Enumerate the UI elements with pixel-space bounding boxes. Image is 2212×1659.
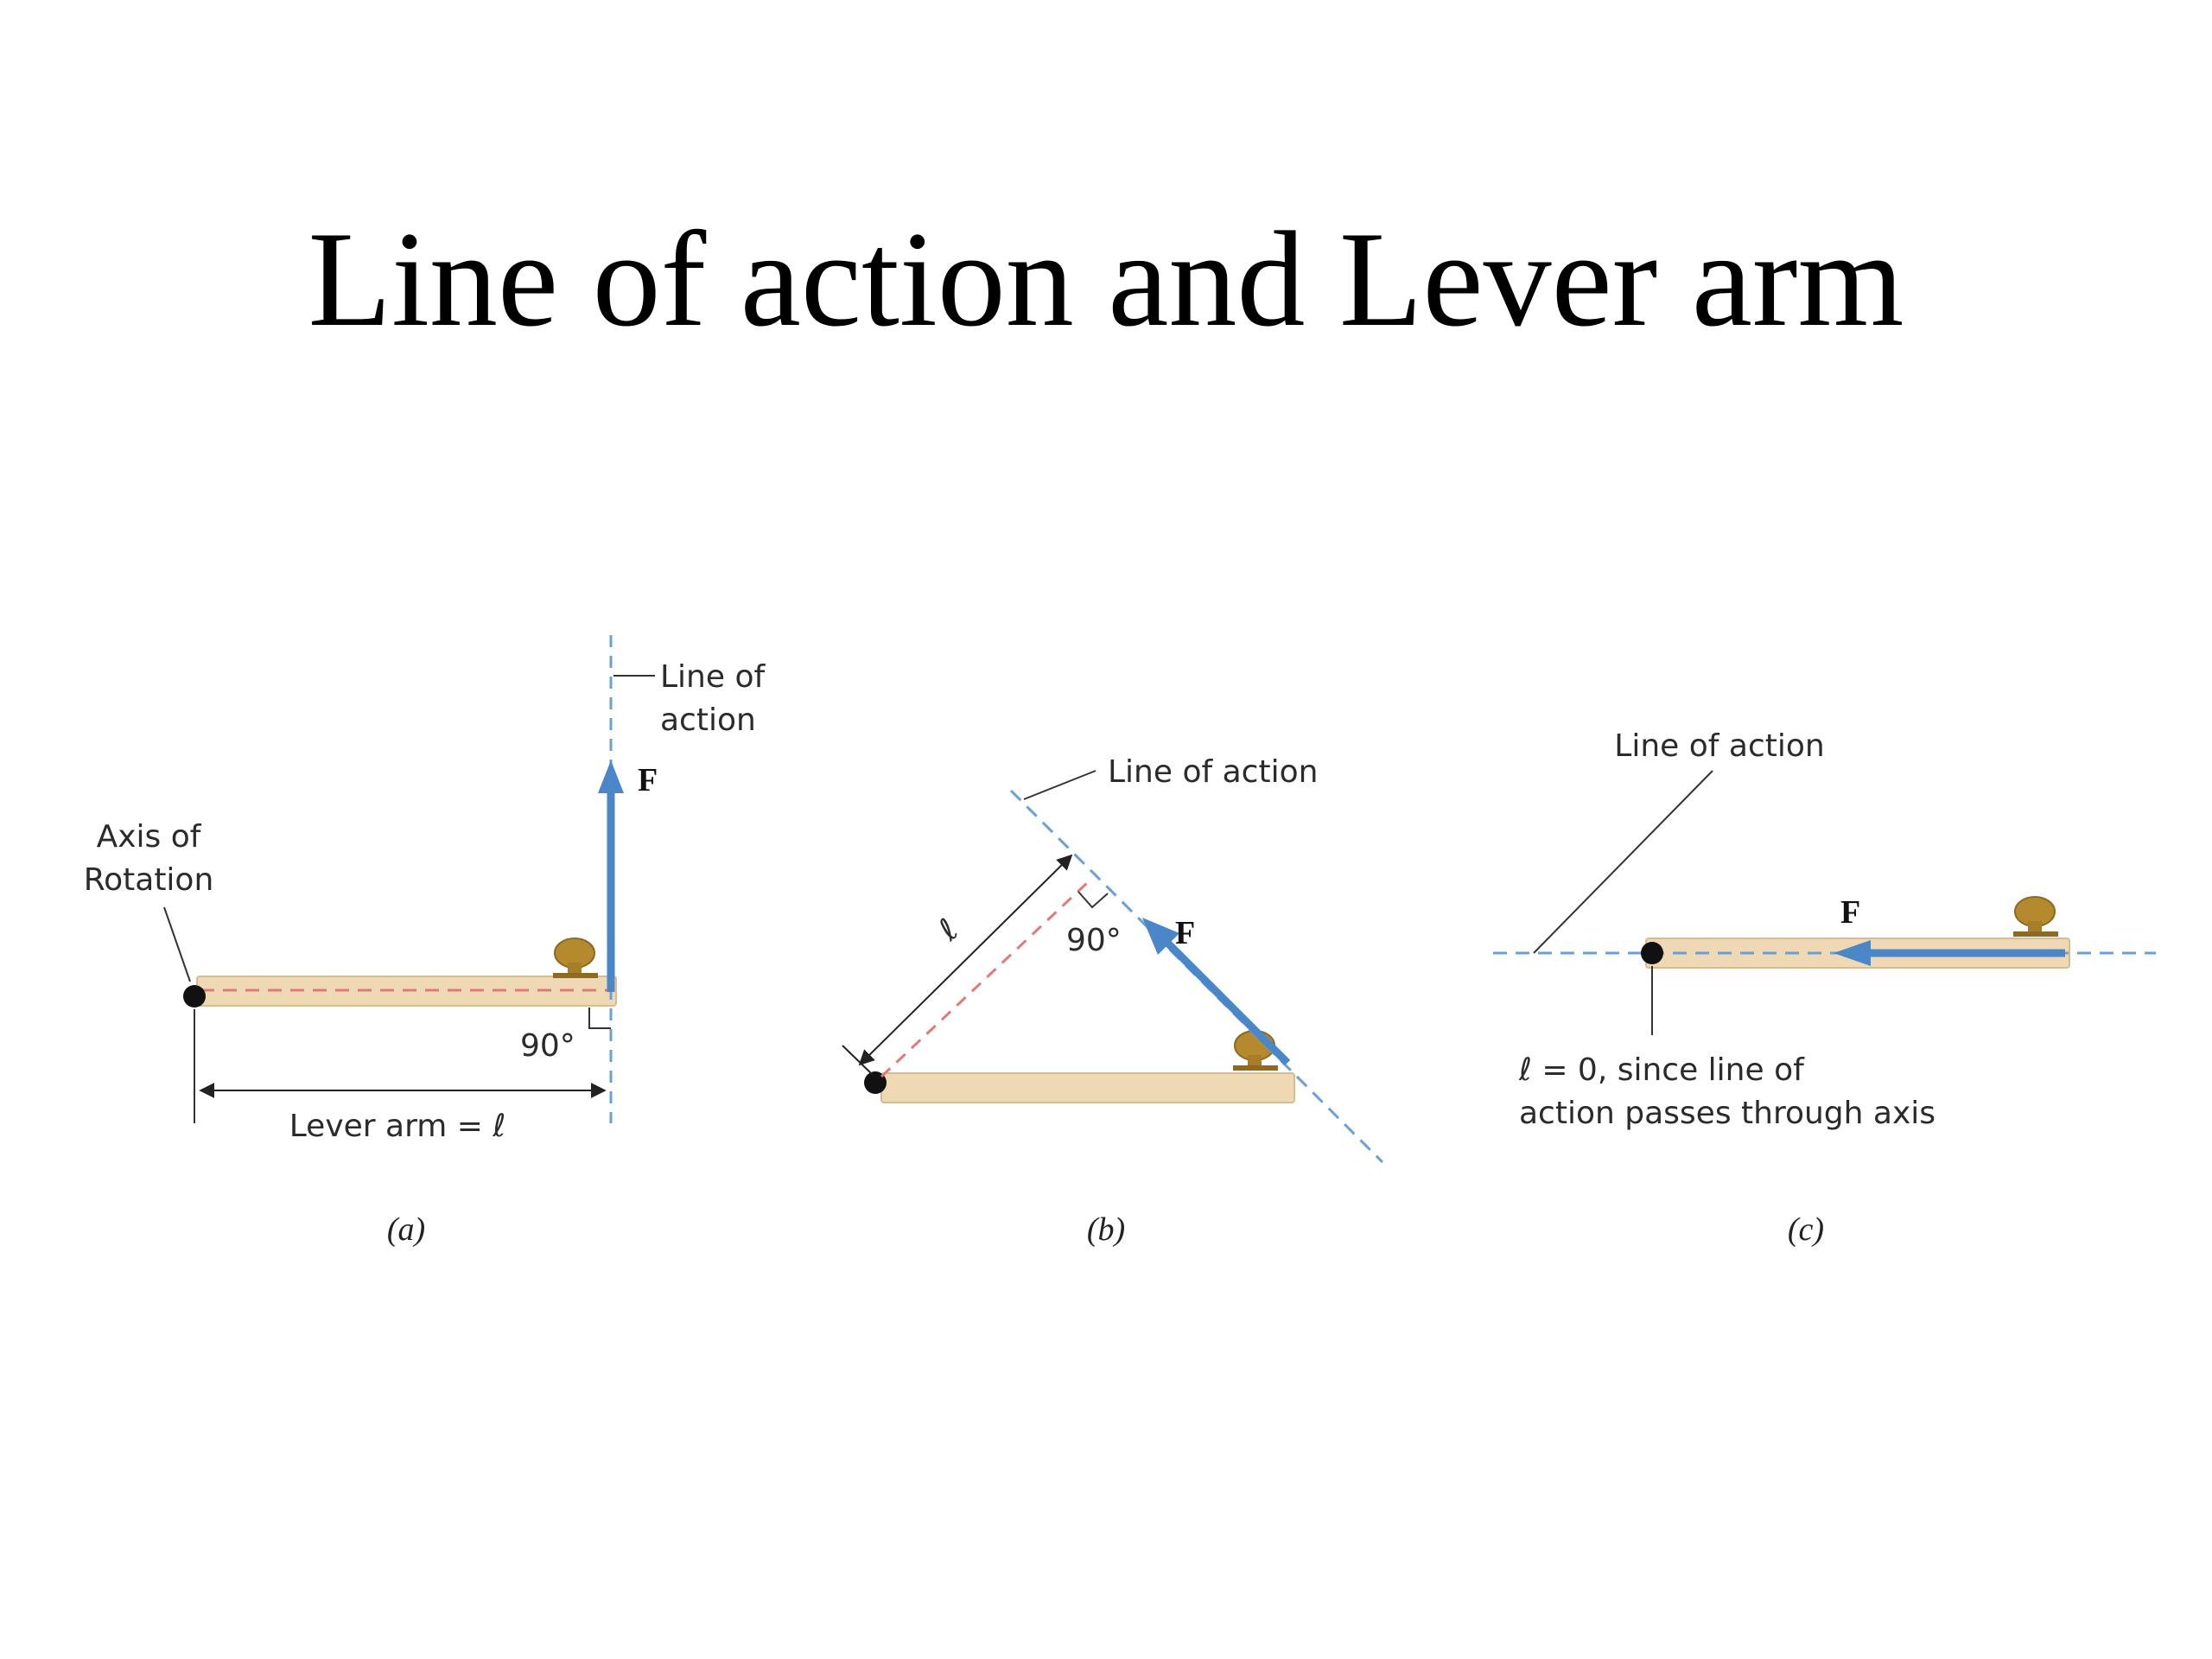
force-label-c: F <box>1840 894 1860 931</box>
force-arrow-b <box>1165 940 1291 1066</box>
axis-dot-c <box>1641 942 1663 964</box>
right-angle-b <box>1077 891 1109 909</box>
lever-arm-ext-b <box>842 1045 874 1076</box>
caption-a: (a) <box>387 1211 425 1248</box>
slide-title: Line of action and Lever arm <box>308 204 1904 355</box>
axis-dot-a <box>183 985 206 1007</box>
angle-label-b: 90° <box>1066 923 1122 958</box>
angle-label-a: 90° <box>520 1028 575 1064</box>
lever-arm-symbol-b: ℓ <box>931 912 965 948</box>
line-of-action-label-c: Line of action <box>1614 728 1824 764</box>
board-b <box>880 1072 1295 1103</box>
line-of-action-label-b: Line of action <box>1108 754 1318 790</box>
line-of-action-leader-c <box>1533 770 1713 954</box>
force-arrowhead-b <box>1142 918 1179 955</box>
caption-b: (b) <box>1087 1211 1125 1248</box>
force-label-b: F <box>1175 915 1195 951</box>
knob-c <box>2013 896 2058 937</box>
knob-a <box>553 938 598 978</box>
panel-b: Line of action ℓ 90° F (b) <box>842 754 1384 1248</box>
axis-dot-b <box>864 1071 887 1094</box>
axis-leader-a <box>163 906 191 982</box>
lever-dashed-b <box>880 880 1090 1078</box>
lever-arm-label-a: Lever arm = ℓ <box>289 1109 506 1144</box>
right-angle-a <box>588 1007 611 1029</box>
caption-c: (c) <box>1788 1211 1824 1248</box>
force-arrowhead-c <box>1834 940 1871 966</box>
line-of-action-b <box>1009 789 1384 1164</box>
force-arrowhead-a <box>598 760 624 793</box>
line-of-action-leader-b <box>1023 770 1096 800</box>
force-label-a: F <box>638 762 658 798</box>
lever-arm-dimension-b <box>858 854 1073 1066</box>
